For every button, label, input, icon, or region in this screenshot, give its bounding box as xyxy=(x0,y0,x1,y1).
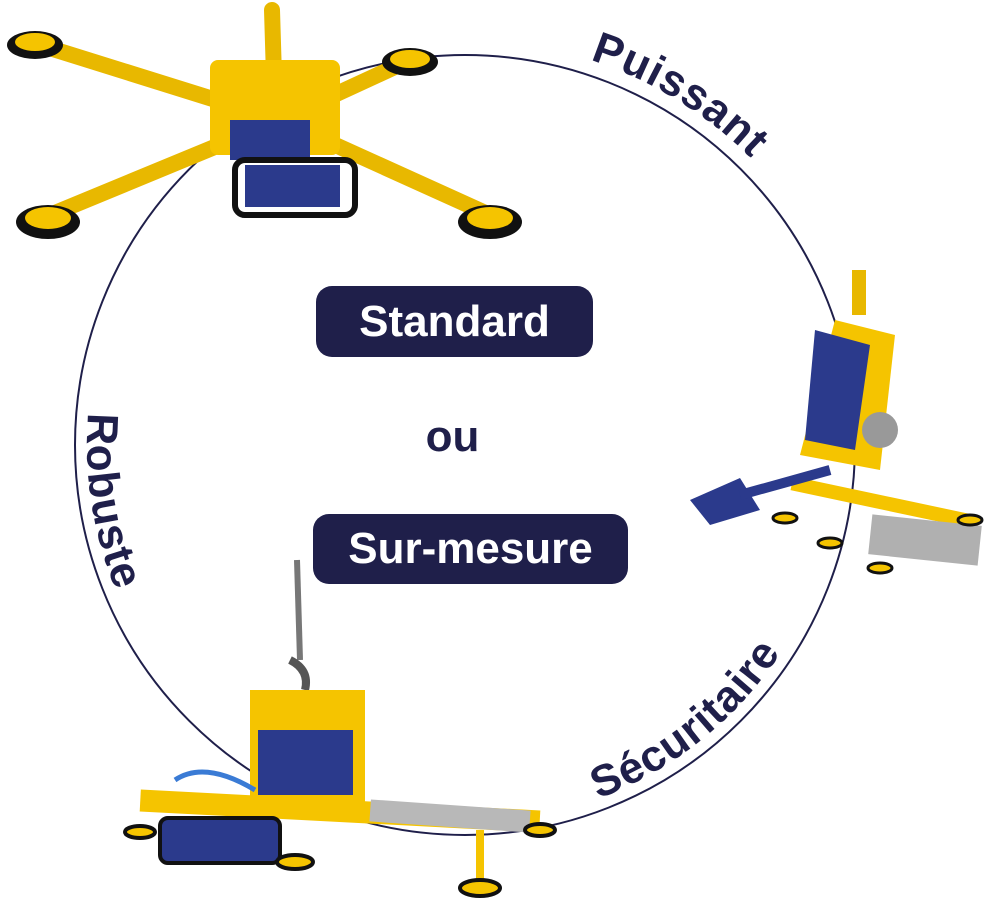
ring-word-robuste: Robuste xyxy=(77,412,153,595)
option-standard-badge: Standard xyxy=(316,286,593,357)
ring-word-securitaire: Sécuritaire xyxy=(583,630,790,809)
connector-text: ou xyxy=(425,412,480,461)
option-custom-label: Sur-mesure xyxy=(348,524,593,573)
ring-word-puissant: Puissant xyxy=(587,23,779,166)
vacuum-lifter-beam-image xyxy=(123,559,557,898)
option-standard-label: Standard xyxy=(359,296,550,346)
option-custom-badge: Sur-mesure xyxy=(313,514,628,584)
vacuum-lifter-tilting-image xyxy=(690,270,984,575)
vacuum-lifter-spider-image xyxy=(7,2,522,239)
